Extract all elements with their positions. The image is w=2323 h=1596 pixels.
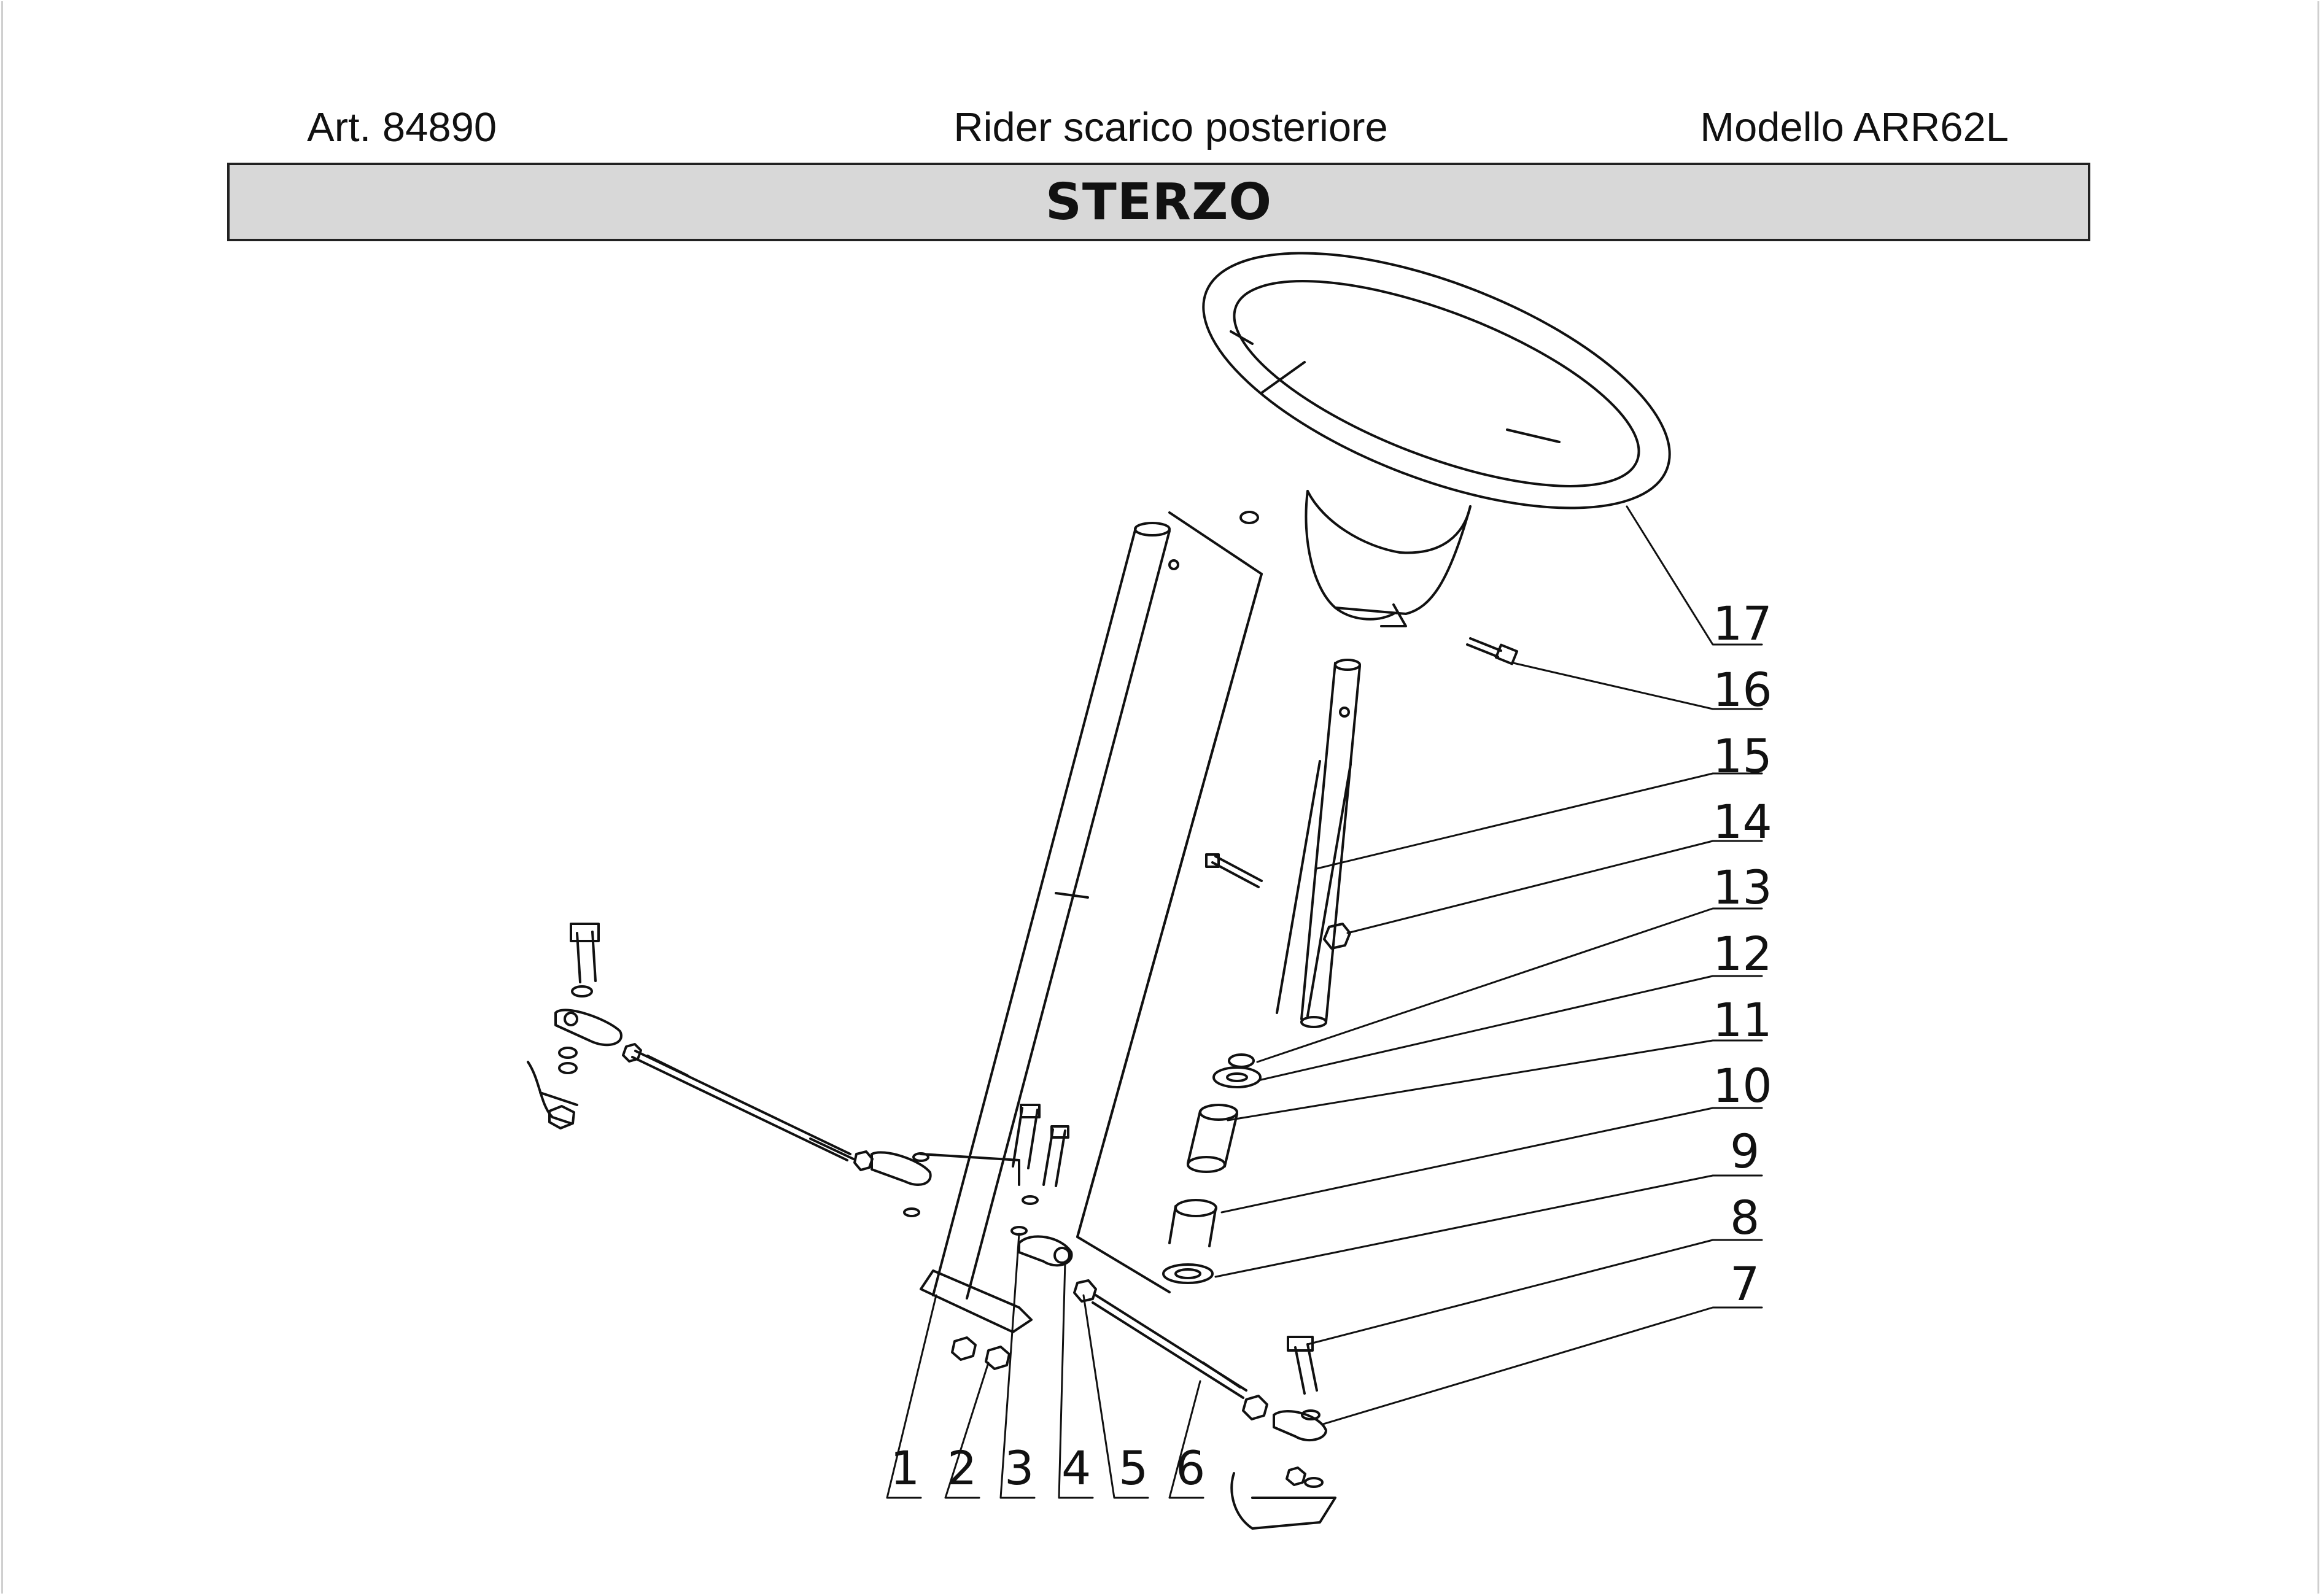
callout-12: 12 — [1713, 926, 1772, 981]
shaft-bolt — [1205, 853, 1351, 950]
model-number: Modello ARR62L — [1700, 104, 2009, 150]
callout-2: 2 — [947, 1441, 977, 1495]
callout-16: 16 — [1713, 662, 1772, 717]
callout-1: 1 — [890, 1441, 920, 1495]
right-tie-rod — [1018, 1235, 1336, 1530]
steering-shaft-upper — [1276, 659, 1361, 1028]
left-tie-rod — [527, 923, 1020, 1217]
leader-lines-bottom — [886, 1233, 1204, 1499]
callout-3: 3 — [1004, 1441, 1034, 1495]
callout-7: 7 — [1730, 1257, 1759, 1311]
callout-8: 8 — [1730, 1190, 1759, 1245]
callout-5: 5 — [1119, 1441, 1148, 1495]
product-name: Rider scarico posteriore — [953, 104, 1388, 150]
column-fasteners — [951, 1104, 1069, 1370]
callouts-bottom: 1 2 3 4 5 6 — [890, 1441, 1205, 1495]
section-title-bar: STERZO — [227, 163, 2090, 241]
washer-icon — [1239, 511, 1259, 524]
steering-wheel — [1202, 252, 1671, 627]
steering-column — [920, 511, 1263, 1333]
callout-15: 15 — [1713, 729, 1772, 783]
callout-4: 4 — [1061, 1441, 1091, 1495]
callout-14: 14 — [1713, 794, 1772, 849]
article-number: Art. 84890 — [307, 104, 497, 150]
bushings-washers — [1162, 1053, 1262, 1284]
callout-13: 13 — [1713, 860, 1772, 915]
section-title: STERZO — [1045, 172, 1273, 231]
callouts-right: 17 16 15 14 13 12 11 10 9 8 7 — [1713, 596, 1772, 1311]
leader-lines-right — [1214, 505, 1763, 1425]
callout-10: 10 — [1713, 1058, 1772, 1113]
callout-17: 17 — [1713, 596, 1772, 651]
callout-9: 9 — [1730, 1124, 1759, 1179]
wheel-screw — [1466, 637, 1519, 665]
callout-6: 6 — [1176, 1441, 1205, 1495]
callout-11: 11 — [1713, 993, 1772, 1047]
